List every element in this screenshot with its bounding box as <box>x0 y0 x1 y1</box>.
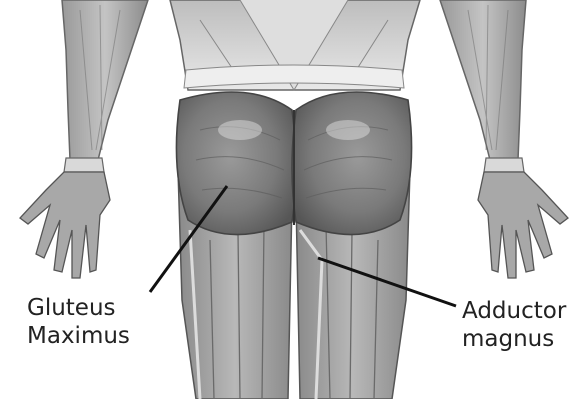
adductor-label-line2: magnus <box>462 325 566 353</box>
gluteus-maximus-label: Gluteus Maximus <box>27 294 130 350</box>
torso <box>170 0 420 90</box>
right-arm <box>440 0 568 278</box>
adductor-magnus-label: Adductor magnus <box>462 297 566 353</box>
gluteus-label-line1: Gluteus <box>27 294 130 322</box>
left-arm <box>20 0 148 278</box>
gluteus-maximus <box>176 92 411 235</box>
adductor-label-line1: Adductor <box>462 297 566 325</box>
gluteus-label-line2: Maximus <box>27 322 130 350</box>
